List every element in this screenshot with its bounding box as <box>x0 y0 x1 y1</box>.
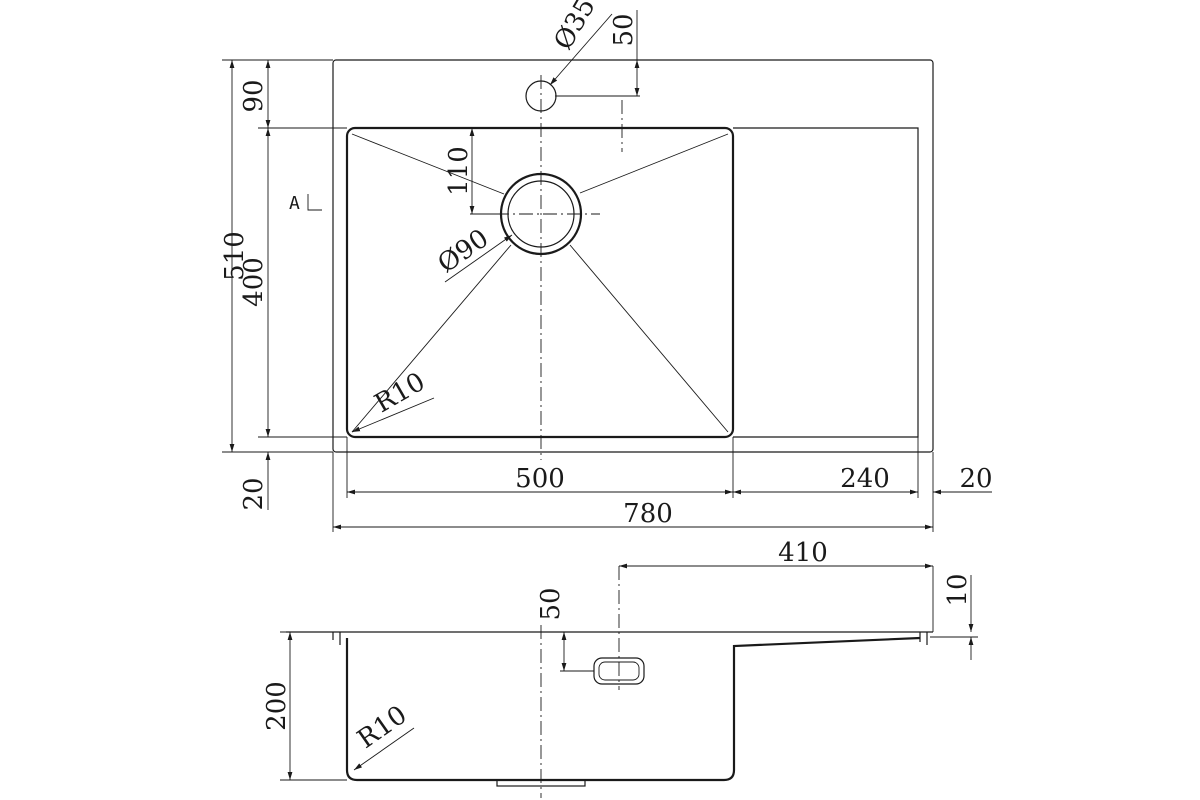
dim-r10-side: R10 <box>352 700 412 755</box>
plan-view: 510 90 400 20 A 110 Ø90 Ø35 50 R10 500 <box>220 0 993 532</box>
dim-phi35: Ø35 <box>548 0 601 55</box>
slope-line <box>579 133 729 194</box>
leader-phi90 <box>444 234 513 283</box>
dim-50-top: 50 <box>609 13 639 46</box>
dim-400: 400 <box>239 257 269 307</box>
dim-r10-top: R10 <box>370 367 431 419</box>
view-a-label: A <box>289 193 300 214</box>
dim-10: 10 <box>943 573 973 606</box>
dim-780: 780 <box>623 499 673 529</box>
side-view: 410 50 10 200 R10 <box>262 538 978 798</box>
leader-r10-side <box>353 727 415 771</box>
dim-510: 510 <box>220 231 250 281</box>
dim-20-right: 20 <box>959 464 992 494</box>
sink-outline <box>332 59 934 453</box>
dim-240: 240 <box>840 464 890 494</box>
slope-line <box>351 133 505 195</box>
bowl-outline <box>345 126 735 439</box>
drainboard-outline <box>733 127 919 438</box>
bowl-side-outline <box>345 636 921 782</box>
slope-line <box>351 244 512 433</box>
view-a-mark <box>307 194 322 211</box>
dim-90: 90 <box>239 79 269 112</box>
dim-110: 110 <box>444 146 474 196</box>
dim-20-left: 20 <box>239 477 269 510</box>
leader-r10-top <box>351 397 435 433</box>
dim-phi90: Ø90 <box>433 224 495 280</box>
leader-phi35 <box>549 13 613 86</box>
dim-200: 200 <box>262 681 292 731</box>
dim-500: 500 <box>515 464 565 494</box>
slope-line <box>569 244 729 433</box>
dim-50-side: 50 <box>536 587 566 620</box>
dim-410: 410 <box>778 538 828 568</box>
